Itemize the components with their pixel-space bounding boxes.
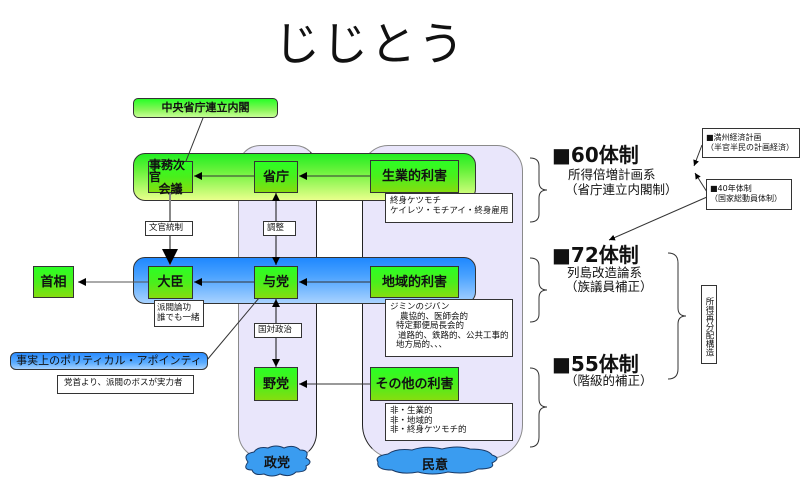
central-ministries-coalition-cabinet: 中央省庁連立内閣: [133, 98, 278, 118]
regime-72-heading: ■72体制: [552, 243, 639, 267]
brace-72: [529, 257, 548, 323]
regime-60-line: 所得倍増計画系: [568, 167, 656, 182]
jiban-note: ジミンのジバン 農協的、医師会的 特定郵便局長会的 道路的、鉄路的、公共工事的 …: [385, 299, 513, 357]
brace-60: [529, 157, 548, 223]
system1940-to-72-arrow: [608, 196, 708, 241]
party-cloud-label: 政党: [263, 456, 290, 471]
vice-ministers-label-line-2: 会議: [158, 182, 183, 196]
civil-control-label: 文官統制: [145, 221, 193, 236]
regime-60-heading: ■60体制: [552, 143, 639, 167]
diet-politics-label: 国対政治: [254, 323, 302, 338]
faction-note-line: 誰でも一緒: [157, 312, 200, 323]
regime-55-line: （階級的補正）: [565, 373, 653, 388]
jiban-note-line: 農協的、医師会的: [400, 311, 469, 322]
vice-ministers-label-line-1: 事務次官: [149, 158, 186, 184]
regime-55-heading: ■55体制: [552, 352, 639, 376]
coordination-label: 調整: [263, 221, 296, 236]
brace-55: [529, 367, 548, 448]
appointee-note-text: 党首より、派閥のボスが実力者: [64, 378, 183, 388]
minister-node: 大臣: [148, 266, 193, 299]
regime-72-line: （族議員補正）: [565, 279, 653, 294]
livelihood-interest-node: 生業的利害: [370, 160, 459, 193]
manchuria-plan-note: ■満州経済計画 （半官半民の計画経済）: [702, 128, 800, 158]
party-cloud-shape: [245, 445, 311, 477]
ruling-party-node: 与党: [254, 266, 298, 299]
faction-note: 派閥論功 誰でも一緒: [154, 300, 204, 327]
brace-redistribution: [667, 252, 687, 380]
appointee-note: 党首より、派閥のボスが実力者: [57, 375, 194, 394]
public-cloud-shape: [376, 446, 498, 475]
regional-interest-node: 地域的利害: [370, 266, 459, 298]
system1940-note-line: ■40年体制: [710, 184, 752, 193]
regime-72-line: 列島改造論系: [567, 265, 643, 280]
livelihood-note-line: ケイレツ・モチアイ・終身雇用: [390, 205, 509, 216]
opposition-party-node: 野党: [254, 367, 298, 401]
page-title: じじとう: [274, 17, 466, 71]
system1940-note-line: （国家総動員体制）: [710, 193, 782, 203]
manchuria-note-line: （半官半民の計画経済）: [706, 142, 794, 152]
other-note-line: 非・生業的: [390, 406, 433, 416]
system1940-arrow-up: [694, 172, 708, 193]
other-note-line: 非・地域的: [390, 415, 433, 426]
income-redistribution-label: 所得再分配構造: [701, 285, 717, 364]
other-note-line: 非・終身ケツモチ的: [390, 425, 467, 435]
prime-minister-node: 首相: [33, 266, 74, 298]
manchuria-arrow: [693, 144, 703, 167]
livelihood-note: 終身ケツモチ ケイレツ・モチアイ・終身雇用: [385, 193, 513, 223]
jiban-note-line: ジミンのジバン: [390, 302, 450, 312]
manchuria-note-line: ■満州経済計画: [706, 133, 762, 142]
de-facto-political-appointee-callout: 事実上のポリティカル・アポインティ: [10, 352, 208, 370]
other-interest-note: 非・生業的 非・地域的 非・終身ケツモチ的: [385, 403, 513, 441]
regime-60-line: （省庁連立内閣制）: [565, 182, 678, 197]
livelihood-note-line: 終身ケツモチ: [390, 196, 442, 206]
jiban-note-line: 特定郵便局長会的: [396, 321, 465, 331]
system-1940-note: ■40年体制 （国家総動員体制）: [706, 179, 792, 210]
jiban-note-line: 地方局的、、、: [396, 340, 448, 350]
public-will-cloud-label: 民意: [421, 458, 448, 473]
vice-ministers-meeting-node: 事務次官 会議: [148, 158, 193, 196]
jiban-note-line: 道路的、鉄路的、公共工事的: [398, 330, 509, 341]
ministries-node: 省庁: [254, 161, 298, 193]
faction-note-line: 派閥論功: [157, 303, 192, 313]
cabinet-to-vice-ministers-line: [185, 117, 204, 162]
other-interest-node: その他の利害: [370, 367, 459, 401]
appointee-to-ruling-party-line: [206, 297, 260, 361]
